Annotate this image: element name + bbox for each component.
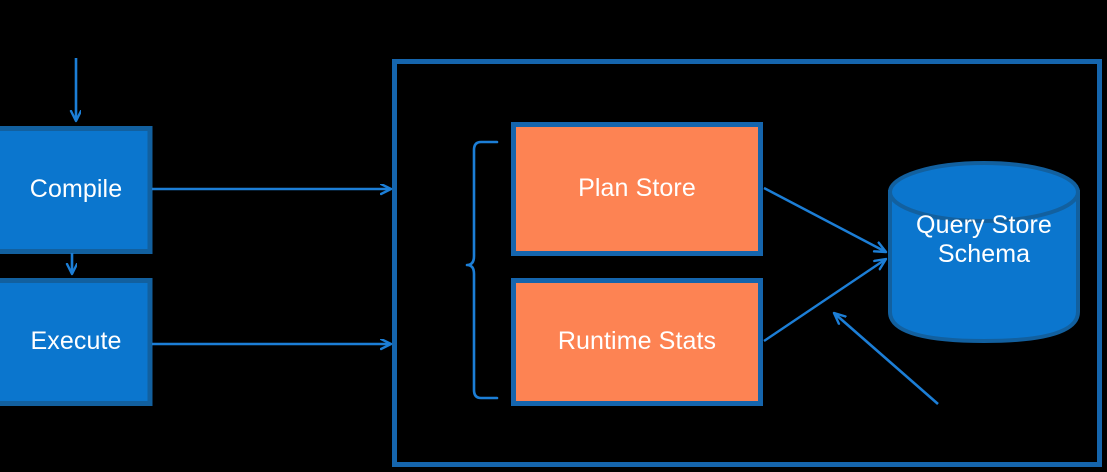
external-to-schema-arrow — [834, 313, 939, 405]
runtime-stats-to-schema-arrow — [763, 259, 886, 342]
runtime-stats-box[interactable] — [511, 278, 763, 406]
query-store-schema-cylinder[interactable] — [888, 161, 1080, 344]
store-group-bracket — [465, 140, 499, 400]
compile-box[interactable] — [0, 126, 153, 254]
query-store-container — [392, 59, 1102, 467]
plan-store-to-schema-arrow — [763, 186, 886, 252]
plan-store-box[interactable] — [511, 122, 763, 256]
execute-box[interactable] — [0, 278, 153, 406]
